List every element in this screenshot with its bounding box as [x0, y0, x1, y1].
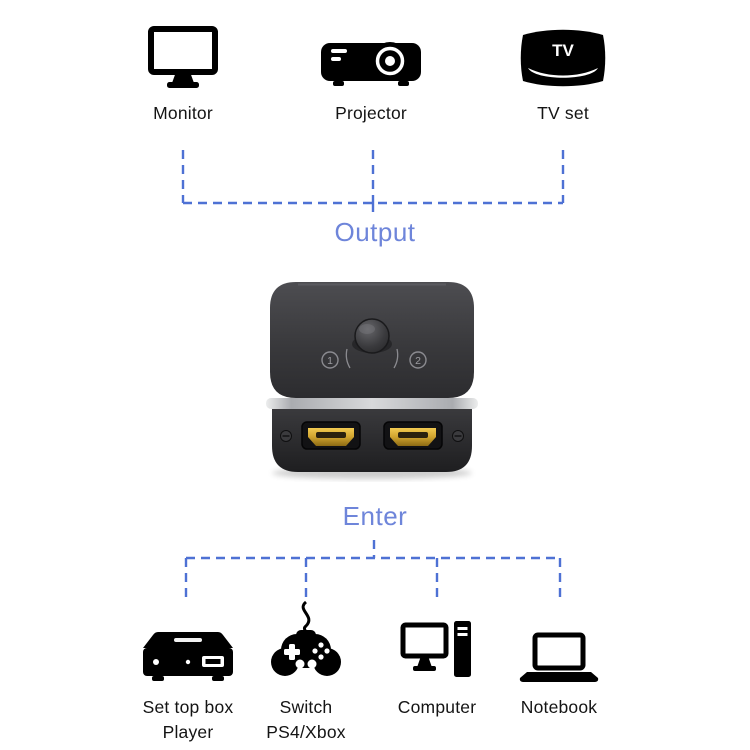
- output-device-tv: TV TV set: [488, 22, 638, 126]
- output-title: Output: [334, 217, 416, 247]
- notebook-icon-slot: [518, 600, 600, 684]
- computer-icon-slot: [400, 600, 474, 684]
- tv-label: TV set: [537, 103, 589, 123]
- port-number-1: 1: [327, 355, 333, 367]
- tv-icon-text: TV: [552, 41, 574, 60]
- projector-icon: [321, 42, 421, 86]
- settopbox-label: Set top box Player: [142, 697, 234, 742]
- settopbox-icon-slot: [140, 600, 236, 684]
- input-device-settopbox: Set top box Player: [113, 600, 263, 745]
- selector-knob[interactable]: [354, 318, 390, 354]
- input-device-console: Switch PS4/Xbox: [231, 600, 381, 745]
- output-device-monitor: Monitor: [108, 22, 258, 126]
- tv-icon: TV: [520, 29, 606, 87]
- notebook-icon: [519, 632, 599, 682]
- computer-icon: [400, 621, 471, 677]
- notebook-label: Notebook: [520, 697, 598, 717]
- game-controller-icon: [271, 600, 341, 676]
- output-device-projector: Projector: [296, 22, 446, 126]
- computer-label: Computer: [397, 697, 477, 717]
- projector-label: Projector: [335, 103, 407, 123]
- set-top-box-icon: [143, 632, 233, 681]
- enter-title: Enter: [342, 501, 408, 531]
- input-device-computer: Computer: [362, 600, 512, 720]
- monitor-icon-slot: [148, 22, 218, 90]
- port-number-2: 2: [415, 355, 421, 367]
- input-device-notebook: Notebook: [484, 600, 634, 720]
- hdmi-switch-device: 1 2: [266, 282, 478, 479]
- console-icon-slot: [268, 600, 344, 684]
- monitor-icon: [148, 26, 218, 88]
- tv-icon-slot: TV: [519, 22, 607, 90]
- projector-icon-slot: [321, 22, 421, 90]
- console-label: Switch PS4/Xbox: [266, 697, 346, 742]
- monitor-label: Monitor: [153, 103, 213, 123]
- device-silver-trim: [266, 398, 478, 409]
